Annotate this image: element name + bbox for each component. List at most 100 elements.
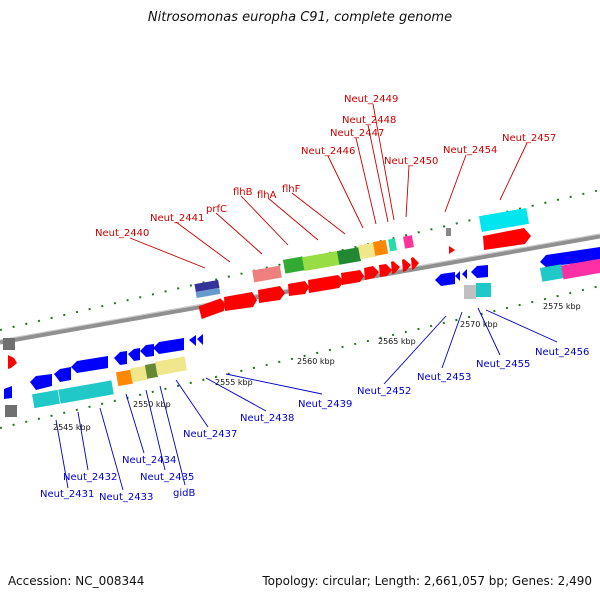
cds-block [478, 207, 530, 233]
scale-label: 2555 kbp [215, 378, 253, 387]
gene-label: Neut_2456 [535, 347, 589, 358]
gene-label: Neut_2446 [301, 146, 355, 157]
cds-forward [288, 281, 309, 296]
leader-line [367, 124, 389, 223]
gene-label: Neut_2450 [384, 156, 438, 167]
accession-text: Accession: NC_008344 [8, 574, 145, 588]
leader-line [240, 195, 289, 246]
cds-block [129, 365, 149, 383]
gene-label: Neut_2432 [63, 472, 117, 483]
cds-forward [483, 228, 531, 250]
leader-line [291, 192, 346, 235]
cds-reverse [189, 335, 196, 346]
cds-forward [391, 261, 400, 274]
cds-block [115, 369, 134, 387]
gene-label: Neut_2452 [357, 386, 411, 397]
cds-block [357, 242, 377, 260]
cds-block [539, 264, 565, 282]
genome-summary-text: Topology: circular; Length: 2,661,057 bp… [262, 574, 592, 588]
cds-block [144, 363, 159, 379]
cds-forward [341, 270, 364, 285]
cds-reverse [462, 269, 467, 279]
gene-label: Neut_2455 [476, 359, 530, 370]
cds-block [372, 239, 389, 256]
cds-reverse [54, 367, 71, 382]
cds-reverse [71, 356, 108, 373]
scale-labels: 2545 kbp 2550 kbp 2555 kbp 2560 kbp 2565… [53, 302, 581, 432]
gene-label: prfC [206, 204, 227, 215]
leader-line [215, 212, 263, 255]
gene-label: Neut_2448 [342, 115, 396, 126]
cds-block [446, 228, 451, 236]
cds-block [58, 380, 114, 404]
gene-label: flhF [282, 184, 301, 195]
figure-title: Nitrosomonas europha C91, complete genom… [147, 10, 453, 25]
cds-block [464, 285, 476, 299]
cds-reverse [153, 338, 184, 354]
leader-line [499, 142, 528, 201]
cds-block [403, 235, 414, 249]
leader-line [175, 221, 231, 263]
gene-label: Neut_2440 [95, 228, 149, 239]
scale-label: 2565 kbp [378, 337, 416, 346]
scale-label: 2570 kbp [460, 320, 498, 329]
scale-label: 2575 kbp [543, 302, 581, 311]
cds-forward [258, 286, 285, 303]
cds-reverse [140, 344, 154, 357]
leader-line [355, 137, 377, 225]
reverse-gene-labels: Neut_2431 Neut_2432 Neut_2433 Neut_2434 … [40, 347, 589, 503]
cds-block [155, 356, 187, 376]
cds-block [252, 265, 282, 283]
cds-reverse [4, 386, 12, 399]
cds-forward [379, 264, 392, 277]
cds-reverse [540, 247, 600, 267]
cds-block [31, 389, 61, 409]
reverse-features [4, 247, 600, 417]
cds-reverse [455, 271, 460, 281]
leader-line [444, 154, 467, 213]
leader-line [372, 103, 395, 221]
leader-line [99, 407, 124, 491]
gene-label: Neut_2434 [122, 455, 176, 466]
leader-line [225, 373, 323, 395]
cds-forward [308, 275, 344, 293]
scale-label: 2560 kbp [297, 357, 335, 366]
cds-block [282, 256, 306, 274]
leader-line [55, 419, 69, 489]
reverse-leader-lines [55, 307, 558, 491]
scale-label: 2545 kbp [53, 423, 91, 432]
cds-block [195, 287, 221, 299]
cds-block [336, 247, 362, 265]
cds-block [3, 338, 15, 350]
cds-forward [411, 257, 419, 270]
gene-label: Neut_2433 [99, 492, 153, 503]
gene-label: Neut_2447 [330, 128, 384, 139]
cds-forward [224, 292, 257, 311]
leader-line [159, 385, 186, 486]
leader-line [441, 311, 463, 369]
cds-reverse [471, 265, 488, 278]
leader-line [175, 379, 209, 428]
cds-block [476, 283, 491, 297]
forward-features [3, 207, 531, 369]
scale-label: 2550 kbp [133, 400, 171, 409]
cds-block [388, 238, 397, 252]
gene-label: Neut_2457 [502, 133, 556, 144]
cds-block [302, 250, 340, 272]
leader-line [267, 197, 319, 241]
gene-label: gidB [173, 488, 195, 499]
gene-label: Neut_2449 [344, 94, 398, 105]
cds-reverse [197, 334, 203, 345]
forward-gene-labels: Neut_2440 Neut_2441 prfC flhB flhA flhF … [95, 94, 556, 239]
gene-label: flhA [257, 190, 277, 201]
cds-block [194, 279, 220, 293]
leader-line [383, 315, 447, 385]
forward-leader-lines [129, 103, 528, 269]
gene-label: Neut_2437 [183, 429, 237, 440]
gene-label: Neut_2441 [150, 213, 204, 224]
cds-block [5, 405, 17, 417]
leader-line [327, 155, 364, 229]
leader-line [125, 393, 145, 454]
cds-forward [198, 298, 226, 319]
